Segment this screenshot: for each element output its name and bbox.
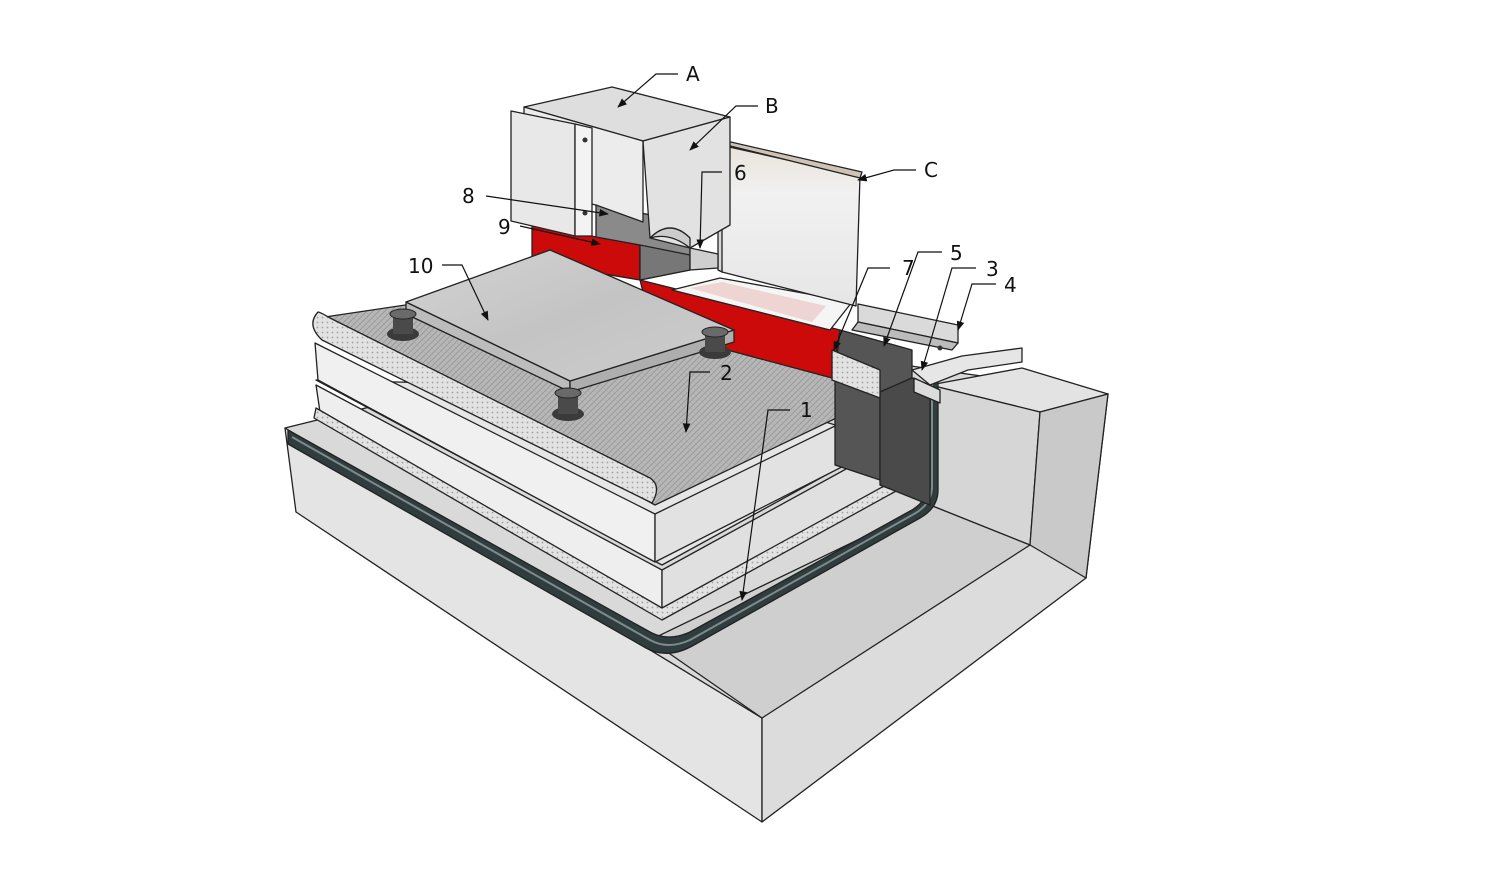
leader-a	[617, 73, 678, 108]
strip-screw-top	[582, 137, 588, 143]
paver-top-face	[405, 249, 735, 382]
drainage-mat-rolled-edge	[312, 311, 658, 504]
tray-pink-tint	[690, 282, 826, 322]
label-a: A	[686, 62, 700, 86]
label-10: 10	[408, 254, 433, 278]
leader-8	[485, 195, 609, 217]
membrane-band-inner-line	[291, 372, 933, 646]
cabinet-door	[510, 110, 576, 237]
cabinet-strip	[574, 123, 593, 237]
leader-10	[442, 264, 489, 321]
pedestal-right	[699, 326, 731, 359]
pedestal-left	[387, 308, 419, 341]
leader-5	[883, 251, 942, 347]
leader-2	[682, 371, 710, 433]
cover-slab-front	[913, 377, 941, 404]
cabinet-b-side	[642, 116, 731, 249]
pedestal-front	[552, 387, 584, 421]
label-c: C	[924, 158, 938, 182]
leader-4	[956, 283, 996, 331]
label-4: 4	[1004, 273, 1017, 297]
upstand-fleece	[831, 349, 881, 399]
label-3: 3	[986, 257, 999, 281]
leader-1	[739, 409, 790, 601]
label-6: 6	[734, 161, 747, 185]
label-8: 8	[462, 184, 475, 208]
leader-lines	[442, 73, 996, 601]
upstand-panel	[831, 329, 931, 506]
leader-9	[519, 225, 601, 246]
label-1: 1	[800, 398, 813, 422]
base-recess	[649, 504, 1031, 719]
leader-c	[857, 169, 916, 182]
label-2: 2	[720, 361, 733, 385]
upstand-dark-front	[879, 377, 931, 506]
leader-3	[920, 267, 976, 371]
cabinet-units	[510, 86, 731, 281]
pedestals	[387, 308, 731, 421]
leader-6	[696, 171, 722, 249]
label-b: B	[765, 94, 779, 118]
label-5: 5	[950, 241, 963, 265]
leader-b	[689, 105, 758, 151]
labels: A B C 6 8 9 10 7 5 3 4 2 1	[408, 62, 1017, 422]
cabinet-b-curve	[649, 227, 691, 249]
leader-7	[833, 267, 890, 351]
strip-screw-bottom	[582, 210, 588, 216]
profile-rail-edge	[851, 321, 959, 351]
fixing-screw	[937, 345, 943, 351]
label-9: 9	[498, 215, 511, 239]
label-7: 7	[902, 256, 915, 280]
corner-block	[689, 247, 719, 271]
parapet-side-face	[1029, 393, 1109, 579]
